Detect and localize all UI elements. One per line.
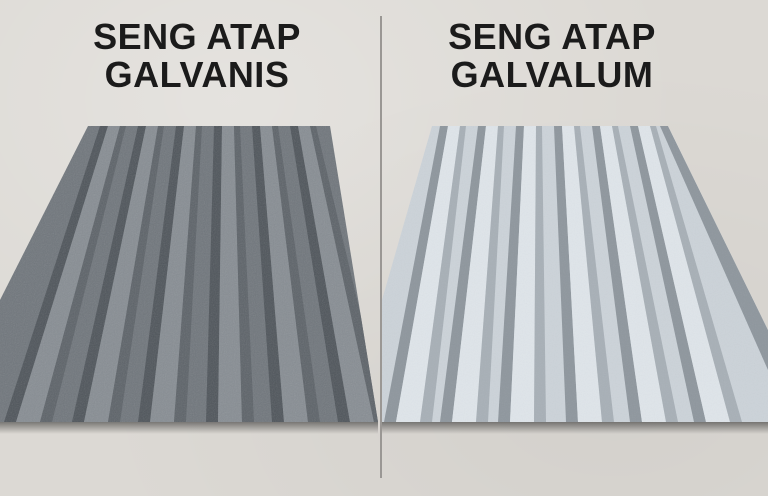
galvanis-sheet-edge [0, 422, 378, 434]
title-galvalum-line2: GALVALUM [450, 54, 654, 95]
galvalum-sheet-edge [382, 422, 768, 434]
center-divider [380, 16, 382, 478]
title-galvalum: SENG ATAP GALVALUM [392, 18, 712, 94]
galvalum-sheet [382, 126, 768, 422]
title-galvalum-line1: SENG ATAP [448, 16, 656, 57]
title-galvanis-line2: GALVANIS [104, 54, 290, 95]
title-galvanis: SENG ATAP GALVANIS [37, 18, 357, 94]
title-galvanis-line1: SENG ATAP [93, 16, 301, 57]
galvanis-sheet [0, 126, 378, 422]
